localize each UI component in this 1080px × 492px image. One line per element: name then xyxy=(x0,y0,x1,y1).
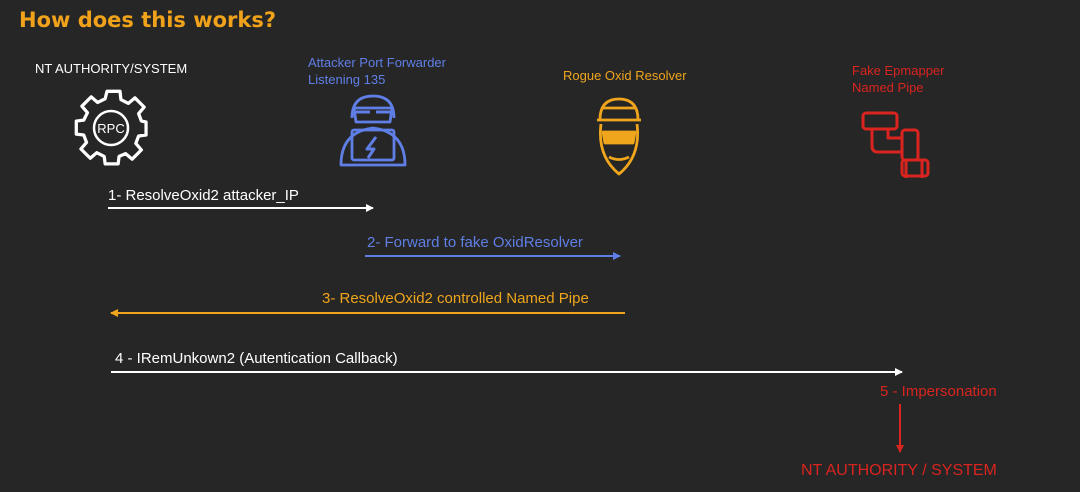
masked-thief-icon xyxy=(597,97,641,176)
page-title: How does this works? xyxy=(19,8,277,32)
step-3-label: 3- ResolveOxid2 controlled Named Pipe xyxy=(322,290,589,307)
step-2-label: 2- Forward to fake OxidResolver xyxy=(367,234,583,251)
pipe-icon xyxy=(861,111,930,178)
actor-label-port-forwarder: Attacker Port Forwarder Listening 135 xyxy=(308,54,446,88)
result-label: NT AUTHORITY / SYSTEM xyxy=(801,462,997,479)
actor-label-epmapper-line2: Named Pipe xyxy=(852,80,924,95)
actor-label-system: NT AUTHORITY/SYSTEM xyxy=(35,61,188,76)
step-1-label: 1- ResolveOxid2 attacker_IP xyxy=(108,187,299,204)
gear-icon-text: RPC xyxy=(97,121,124,136)
actor-label-epmapper-line1: Fake Epmapper xyxy=(852,63,945,78)
actor-label-port-forwarder-line1: Attacker Port Forwarder xyxy=(308,55,446,70)
actor-label-oxid-resolver: Rogue Oxid Resolver xyxy=(563,68,687,83)
hacker-icon xyxy=(339,94,407,167)
actor-label-epmapper: Fake Epmapper Named Pipe xyxy=(852,62,945,96)
gear-icon: RPC xyxy=(74,89,148,166)
step-4-label: 4 - IRemUnkown2 (Autentication Callback) xyxy=(115,350,398,367)
actor-label-port-forwarder-line2: Listening 135 xyxy=(308,72,386,87)
step-5-label: 5 - Impersonation xyxy=(880,383,997,400)
